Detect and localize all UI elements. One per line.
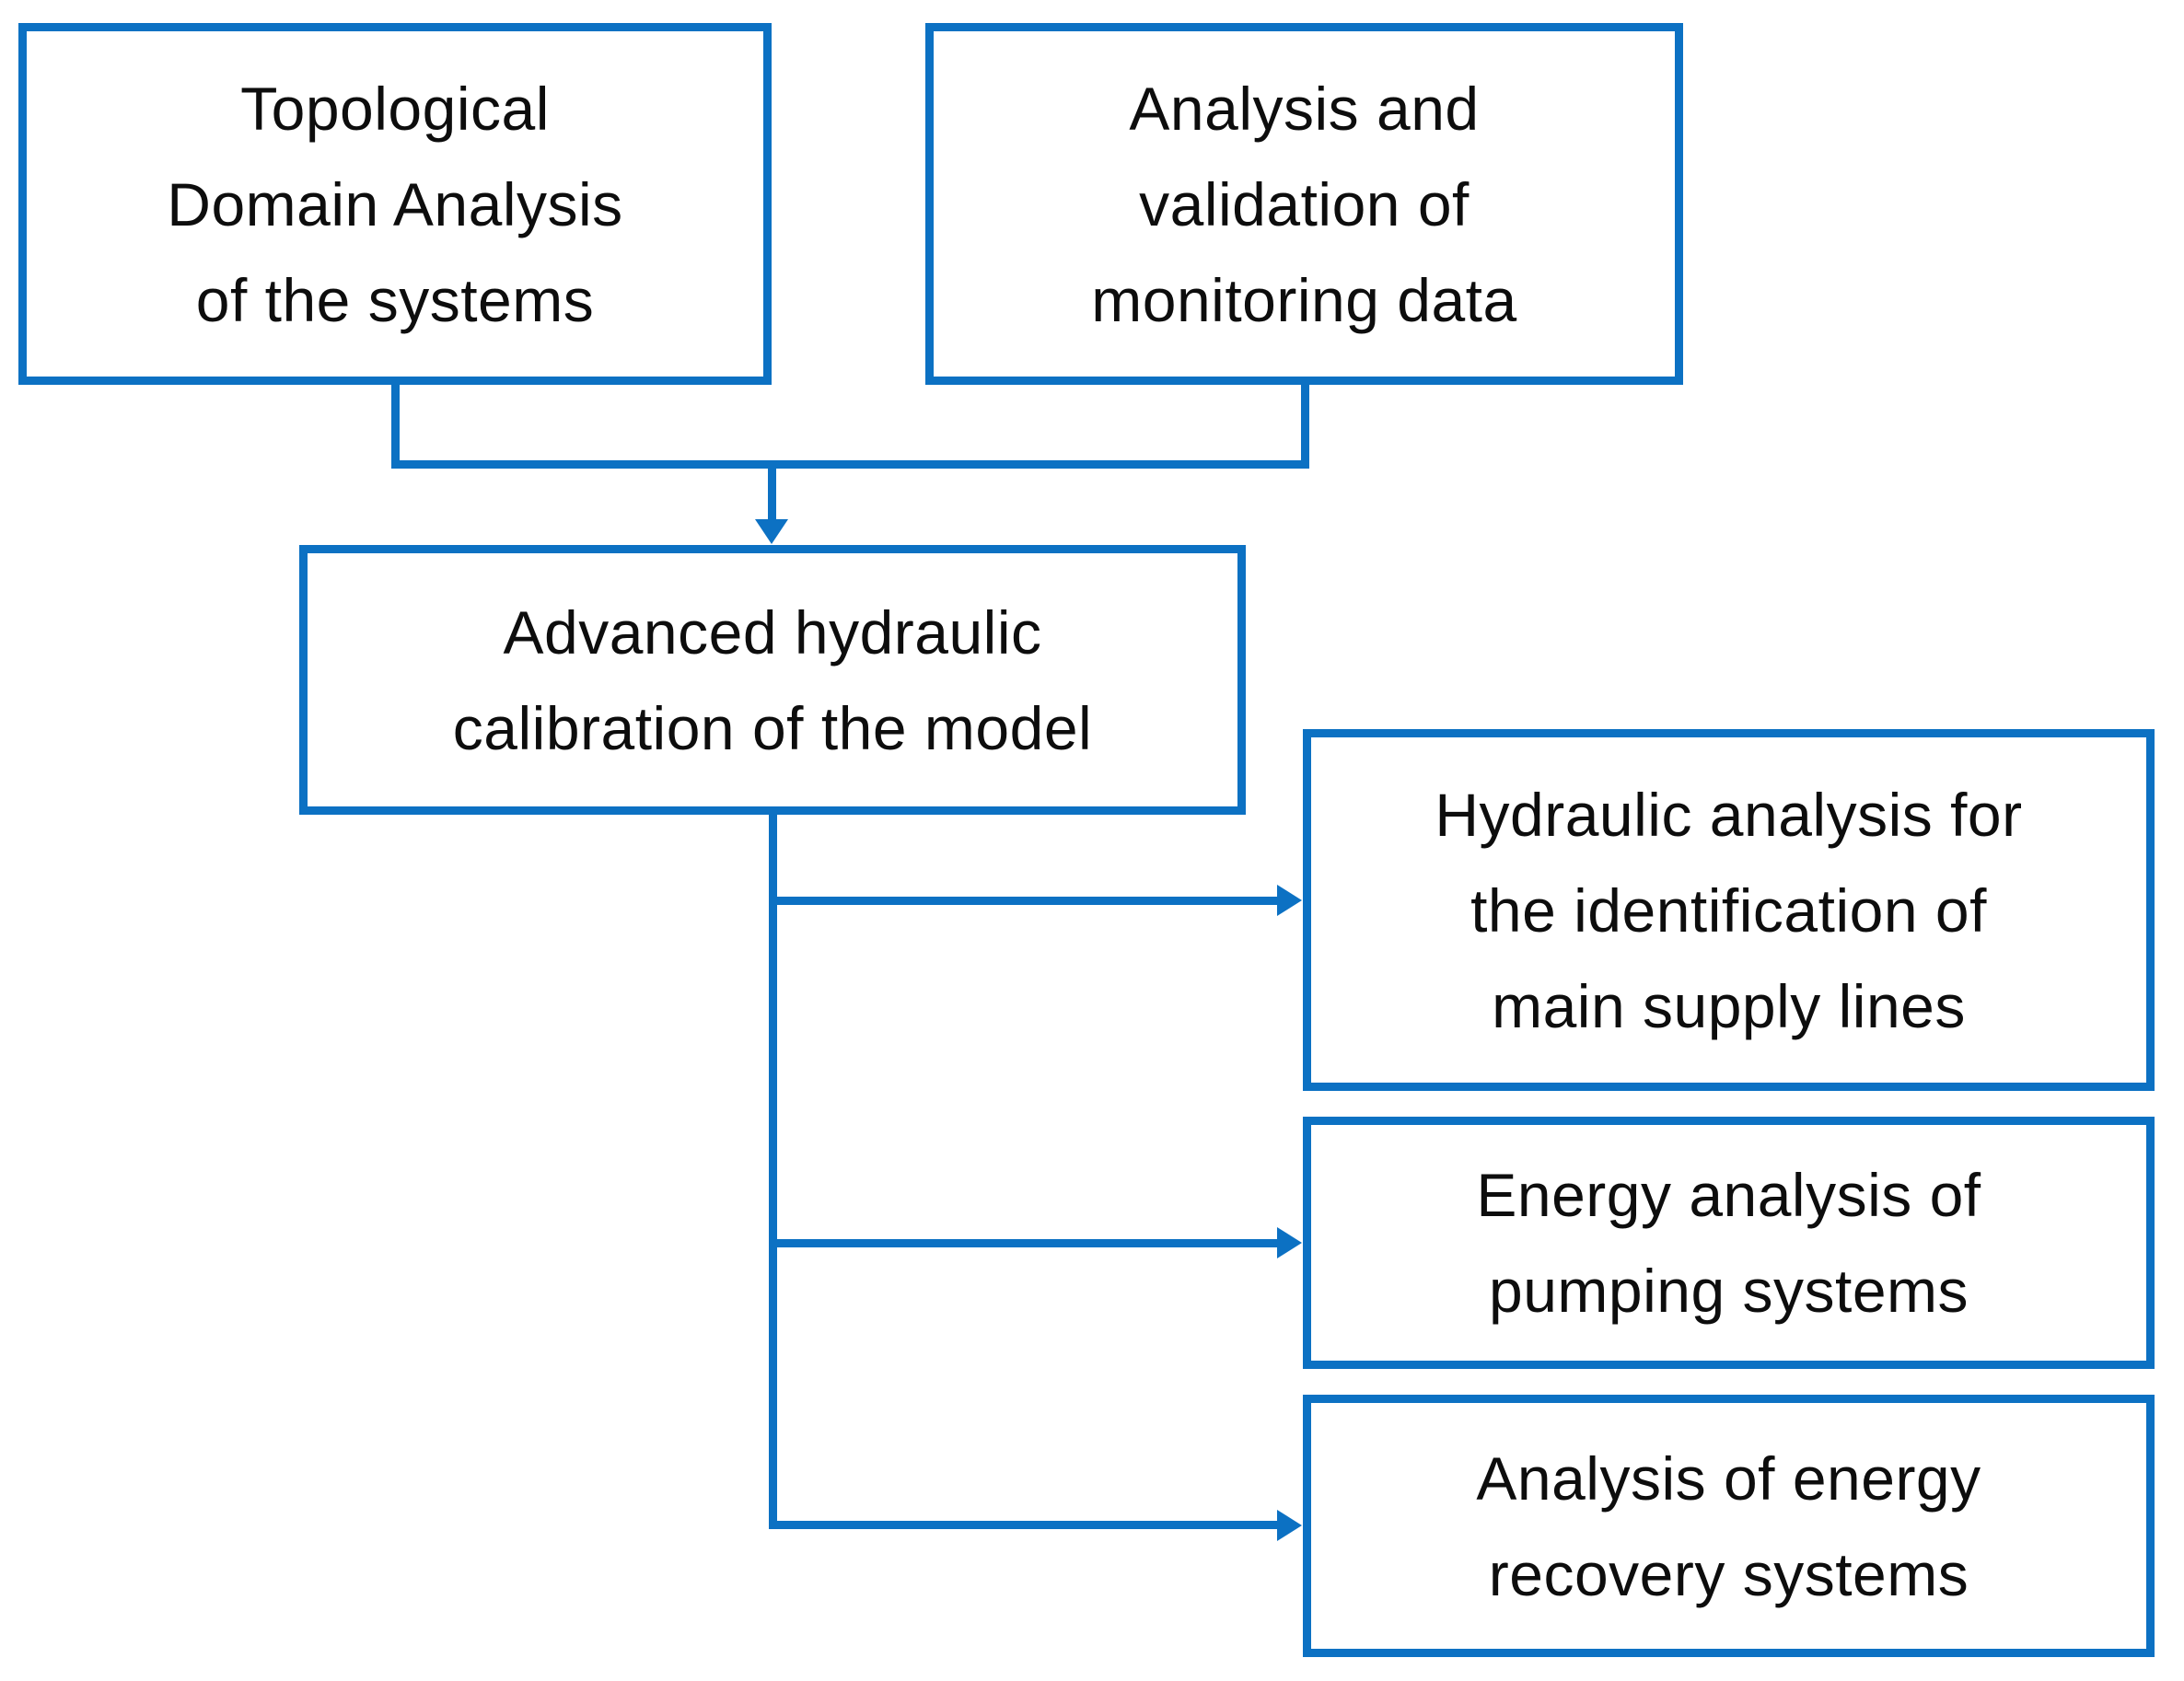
connector-to-recovery-analysis [773, 1521, 1278, 1529]
arrow-right-icon [1277, 1227, 1302, 1258]
connector-to-energy-analysis [773, 1239, 1278, 1247]
arrow-right-icon [1277, 1510, 1302, 1541]
node-hydraulic-analysis-main-supply-lines: Hydraulic analysis for the identificatio… [1303, 729, 2155, 1091]
connector-join-bar [391, 460, 1309, 469]
node-label-line: recovery systems [1488, 1539, 1969, 1608]
node-label-line: calibration of the model [452, 693, 1093, 762]
connector-monitoring-down [1301, 381, 1309, 469]
connector-into-calibration [768, 465, 776, 520]
node-label-line: Topological [240, 74, 550, 143]
node-label-line: of the systems [195, 265, 595, 334]
connector-topological-down [391, 381, 400, 469]
node-advanced-hydraulic-calibration: Advanced hydraulic calibration of the mo… [299, 545, 1246, 815]
node-label-line: pumping systems [1488, 1257, 1969, 1325]
node-analysis-energy-recovery-systems: Analysis of energy recovery systems [1303, 1395, 2155, 1657]
node-label-line: Domain Analysis [167, 169, 623, 238]
connector-calibration-trunk [769, 810, 777, 1529]
node-label-line: Advanced hydraulic [503, 597, 1042, 667]
node-label-line: monitoring data [1091, 265, 1517, 334]
node-topological-domain-analysis: Topological Domain Analysis of the syste… [18, 23, 772, 385]
node-label-line: Analysis of energy [1476, 1443, 1981, 1513]
node-energy-analysis-pumping-systems: Energy analysis of pumping systems [1303, 1117, 2155, 1369]
node-label-line: the identification of [1470, 875, 1987, 945]
arrow-down-icon [755, 519, 788, 544]
node-label-line: Analysis and [1129, 74, 1480, 143]
node-analysis-validation-monitoring-data: Analysis and validation of monitoring da… [925, 23, 1683, 385]
node-label-line: Energy analysis of [1476, 1161, 1981, 1229]
node-label-line: validation of [1139, 169, 1470, 238]
arrow-right-icon [1277, 885, 1302, 916]
node-label-line: Hydraulic analysis for [1435, 780, 2023, 849]
node-label-line: main supply lines [1492, 971, 1966, 1040]
connector-to-hydraulic-analysis [773, 897, 1278, 905]
